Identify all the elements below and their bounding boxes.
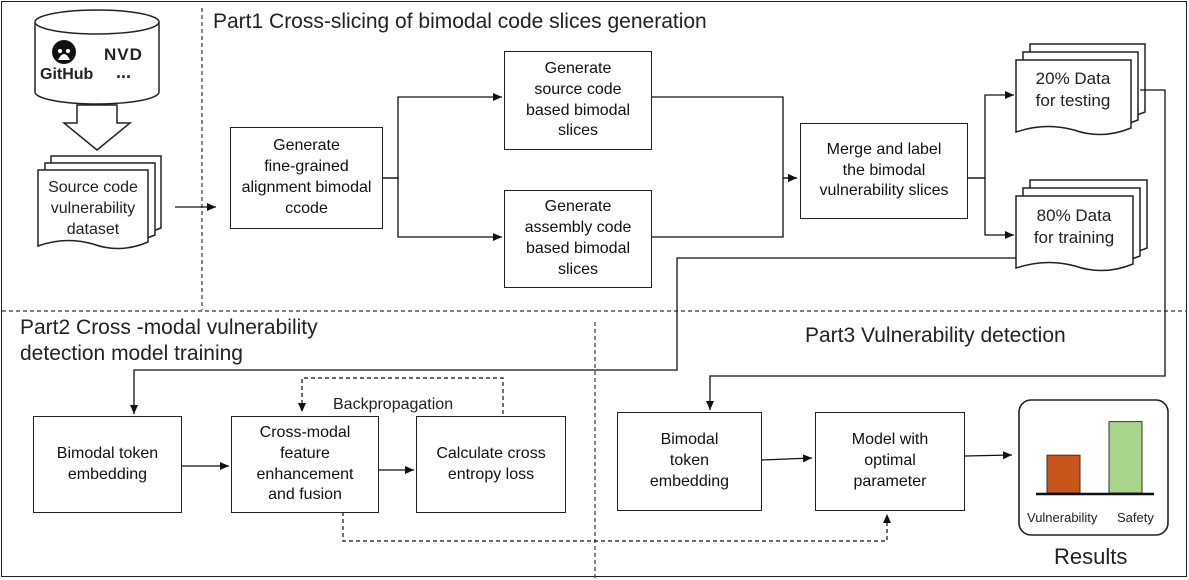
test-document-stack [1015, 43, 1146, 136]
backprop-label: Backpropagation [333, 396, 454, 413]
generate-alignment-text: Generate fine-grained alignment bimodal … [241, 137, 372, 217]
part3-title: Part3 Vulnerability detection [805, 324, 1066, 347]
github-label: GitHub [40, 66, 94, 83]
merge-label-text: Merge and label the bimodal vulnerabilit… [819, 140, 949, 200]
arrow-source-to-merge [652, 96, 797, 182]
results-chart [1036, 421, 1154, 496]
arrow-alignment-to-assembly [383, 177, 502, 241]
merge-label-box: Merge and label the bimodal vulnerabilit… [800, 123, 968, 219]
detection-embedding-box: Bimodal token embedding [617, 412, 762, 511]
generate-alignment-box: Generate fine-grained alignment bimodal … [230, 127, 383, 229]
bar-safety [1108, 421, 1143, 494]
part2-title: Part2 Cross -modal vulnerability detecti… [20, 316, 318, 366]
results-title: Results [1054, 544, 1128, 569]
test-data-label: 20% Data for testing [1035, 69, 1111, 111]
backprop-arrow [298, 377, 504, 414]
safety-bar-label: Safety [1117, 510, 1154, 525]
train-data-label: 80% Data for training [1033, 206, 1115, 248]
part1-title: Part1 Cross-slicing of bimodal code slic… [213, 10, 707, 33]
fusion-text: Cross-modal feature enhancement and fusi… [256, 423, 354, 504]
arrow-train-to-embedding [130, 257, 1016, 414]
arrow-merge-to-test [968, 91, 1014, 179]
training-embedding-box: Bimodal token embedding [33, 416, 182, 513]
arrow-test-to-detection [706, 89, 1166, 410]
arrow-detect-embedding-to-model [761, 454, 813, 463]
nvd-label: NVD [104, 45, 143, 64]
vulnerability-bar-label: Vulnerability [1027, 510, 1098, 525]
dataset-label: Source code vulnerability dataset [48, 179, 138, 238]
model-box: Model with optimal parameter [815, 412, 965, 511]
dataset-document-stack [37, 155, 162, 250]
github-icon [52, 40, 76, 64]
more-sources-label: ... [116, 62, 132, 82]
generate-assembly-box: Generate assembly code based bimodal sli… [504, 190, 652, 288]
training-embedding-text: Bimodal token embedding [56, 444, 159, 483]
bar-vulnerability [1046, 454, 1081, 494]
model-text: Model with optimal parameter [851, 431, 929, 490]
arrow-model-to-results [964, 451, 1013, 460]
loss-box: Calculate cross entropy loss [416, 416, 566, 513]
down-arrow-icon [61, 104, 133, 151]
fusion-box: Cross-modal feature enhancement and fusi… [231, 416, 379, 513]
fusion-to-model-dashed-arrow [342, 512, 891, 542]
detection-embedding-text: Bimodal token embedding [649, 431, 730, 490]
arrow-merge-to-train [968, 177, 1014, 239]
loss-text: Calculate cross entropy loss [436, 444, 546, 483]
generate-assembly-text: Generate assembly code based bimodal sli… [524, 198, 632, 278]
train-document-stack [1015, 179, 1148, 272]
arrow-alignment-to-source [383, 93, 502, 179]
generate-source-box: Generate source code based bimodal slice… [504, 51, 652, 150]
generate-source-text: Generate source code based bimodal slice… [525, 59, 631, 140]
arrow-assembly-to-merge [652, 174, 797, 238]
